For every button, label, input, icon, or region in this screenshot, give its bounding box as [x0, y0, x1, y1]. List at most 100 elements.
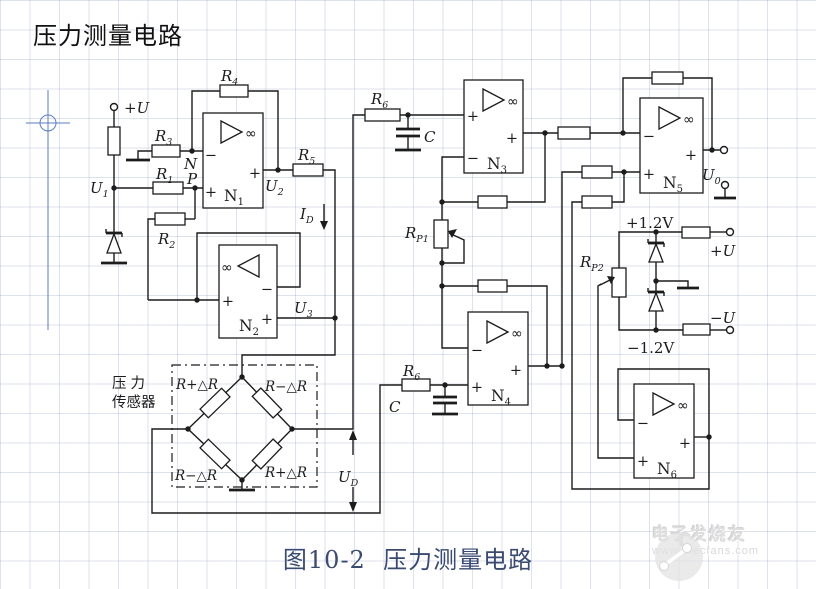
potentiometer-rp1	[433, 219, 449, 249]
wire-segment	[622, 77, 652, 133]
label-r1: R1	[155, 165, 173, 186]
label-sub: 0	[715, 176, 721, 187]
bridge-arm-bl	[199, 438, 231, 470]
diodes	[105, 229, 665, 312]
wire-segment	[571, 201, 710, 490]
opamp-name: N6	[657, 460, 677, 481]
opamp-name-base: N	[239, 317, 253, 335]
noninverting-input: +	[205, 185, 217, 201]
opamps: ∞ − + + N1 ∞ − + + N 2 ∞ +	[202, 79, 704, 481]
label-sub: 3	[307, 309, 313, 320]
wire-segment	[597, 283, 634, 459]
opamp-n6: ∞ − + + N6	[633, 383, 695, 481]
labels: +U U1 R3 R1 R2 R4 R5 N P U2 ID U3 R6 C R…	[90, 67, 737, 489]
resistor-n5-feedback	[651, 71, 684, 85]
rp2-wiper-arrowhead	[607, 276, 615, 284]
bridge-label-tl: R+△R	[175, 377, 218, 393]
label-r3: R3	[154, 127, 172, 148]
wire-segment	[137, 150, 152, 159]
junction-dot	[192, 185, 198, 191]
label-base: U	[90, 179, 104, 197]
zener-triangle	[648, 291, 664, 312]
label-u1: U1	[90, 179, 109, 200]
junctions	[111, 112, 715, 483]
label-r2: R2	[157, 230, 175, 251]
sensor-label-line1: 压 力	[112, 375, 145, 392]
wire-segment	[248, 90, 279, 170]
bridge-arm-br	[251, 438, 283, 470]
capacitors	[396, 115, 457, 413]
junction-dot	[706, 434, 712, 440]
bridge-resistor	[251, 387, 283, 419]
label-u-neg: −U	[710, 309, 737, 327]
label-v-pos: +1.2V	[626, 214, 674, 232]
opamp-name: N4	[491, 387, 511, 408]
opamp-name: N1	[224, 187, 244, 208]
id-arrowhead	[320, 221, 328, 230]
label-base: R	[220, 67, 232, 85]
label-base: U	[294, 299, 308, 317]
inverting-input: −	[643, 129, 655, 145]
opamp-name-base: N	[663, 174, 677, 192]
junction-dot	[405, 112, 411, 118]
label-base: I	[299, 205, 307, 223]
opamp-n1: ∞ − + + N1	[202, 112, 264, 209]
junction-dot	[653, 278, 659, 284]
wires	[113, 77, 726, 514]
junction-dot	[189, 148, 195, 154]
noninverting-input: +	[643, 167, 655, 183]
output-plus: +	[506, 131, 518, 147]
opamp-n5: ∞ − + + N5	[639, 97, 704, 195]
label-id: ID	[299, 205, 314, 226]
label-ud: UD	[338, 468, 359, 489]
label-base: R	[297, 146, 309, 164]
terminal-u0-ground	[720, 180, 730, 190]
wire-segment	[191, 90, 220, 151]
label-sub: 4	[231, 77, 238, 88]
resistor-r3	[151, 144, 181, 158]
rp1-wiper-wire	[442, 232, 465, 264]
opamp-n4: ∞ − + + N4	[467, 311, 529, 408]
label-sub: 3	[166, 137, 172, 148]
junction-dot	[653, 229, 659, 235]
output-plus: +	[510, 363, 522, 379]
label-base: R	[154, 127, 166, 145]
inverting-input: −	[261, 282, 273, 298]
opamp-name: N5	[663, 174, 683, 195]
terminal-u-neg	[725, 325, 735, 335]
infinity-icon: ∞	[511, 326, 523, 342]
junction-dot	[544, 363, 550, 369]
resistor-r1	[152, 181, 184, 195]
label-sub: 6	[382, 100, 388, 111]
opamp-triangle-icon	[652, 391, 676, 417]
label-c2: C	[389, 398, 401, 416]
label-base: R	[155, 165, 167, 183]
opamp-name: N3	[487, 155, 507, 176]
zener-top-right	[647, 239, 665, 263]
wire-segment	[441, 156, 468, 349]
figure-caption: 图10-2 压力测量电路	[282, 546, 534, 574]
opamp-name-sub: 4	[505, 397, 511, 408]
sensor-label-line2: 传感器	[112, 394, 156, 411]
wire-segment	[618, 231, 682, 268]
opamp-name-base: N	[491, 387, 505, 405]
output-plus: +	[685, 148, 697, 164]
label-r6b: R6	[402, 362, 420, 383]
bridge-resistor	[199, 387, 231, 419]
logo-trace	[664, 548, 687, 566]
opamp-name-base: N	[224, 187, 238, 205]
junction-dot	[239, 374, 245, 380]
bridge-arm-tr	[251, 387, 283, 419]
infinity-icon: ∞	[677, 398, 689, 414]
label-r6a: R6	[370, 90, 388, 111]
zener-bottom-right	[647, 288, 665, 312]
wire-segment	[292, 114, 365, 430]
infinity-icon: ∞	[221, 260, 233, 276]
opamp-name-sub: 5	[677, 184, 683, 195]
ud-arrowhead-down	[349, 502, 357, 512]
label-u0: U0	[702, 166, 721, 187]
junction-dot	[239, 477, 245, 483]
bridge-resistor	[199, 438, 231, 470]
label-sub: 2	[277, 187, 284, 198]
inverting-input: −	[471, 343, 483, 359]
